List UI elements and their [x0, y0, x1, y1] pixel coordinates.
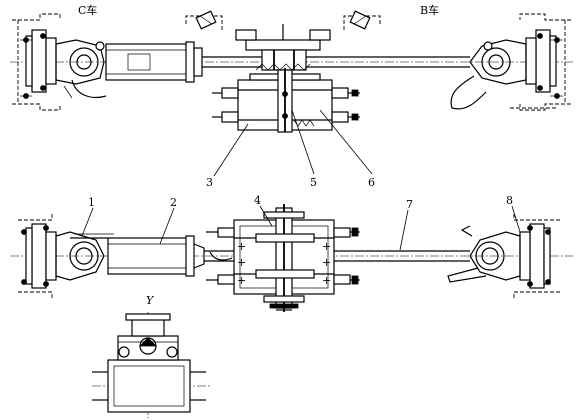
svg-text:+: +	[322, 274, 331, 287]
car-label-right: B车	[420, 3, 439, 17]
callout-6: 6	[368, 176, 375, 189]
right-mounting-flange	[525, 29, 563, 99]
middle-view: + + + + + +	[10, 204, 573, 312]
left-coupler-head	[55, 39, 107, 99]
callout-1: 1	[88, 196, 95, 209]
svg-text:+: +	[322, 240, 331, 253]
middle-right-flange	[513, 214, 560, 298]
middle-right-coupler-head	[447, 225, 521, 283]
svg-text:+: +	[322, 256, 331, 269]
callouts: 3 5 6 1 2 4 7 8	[81, 109, 521, 251]
callout-7: 7	[406, 198, 413, 211]
middle-left-draft-gear	[107, 235, 205, 277]
lower-damper-box	[212, 68, 360, 133]
callout-3: 3	[206, 176, 213, 189]
middle-central-box: + + + + + +	[206, 204, 360, 312]
left-mounting-flange	[20, 29, 57, 99]
top-drawbar	[202, 56, 470, 68]
right-coupler-head	[450, 39, 527, 110]
middle-left-flange	[18, 214, 57, 298]
top-view: C车 B车	[10, 3, 573, 133]
svg-text:+: +	[237, 256, 246, 269]
callout-5: 5	[310, 176, 317, 189]
callout-4: 4	[254, 194, 261, 207]
view-label-y: Y	[146, 294, 155, 307]
svg-text:+: +	[237, 240, 246, 253]
callout-8: 8	[506, 194, 513, 207]
callout-2: 2	[170, 196, 177, 209]
left-draft-gear-cylinder	[105, 41, 203, 83]
view-y: Y	[92, 294, 210, 418]
svg-text:+: +	[237, 274, 246, 287]
right-car-outline	[510, 13, 571, 111]
central-support-bracket	[185, 10, 381, 71]
car-label-left: C车	[78, 3, 97, 17]
left-car-outline	[12, 13, 61, 111]
